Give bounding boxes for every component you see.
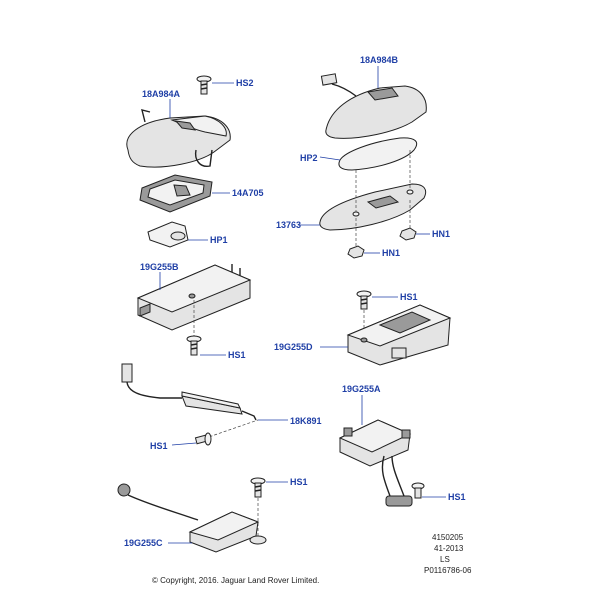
antenna-housing-18a984a	[126, 109, 231, 168]
antenna-housing-18a984b	[320, 73, 427, 139]
label-18a984b: 18A984B	[360, 55, 399, 65]
screw-hs1-bottom-mid	[250, 477, 266, 498]
screw-hs1-right-top	[356, 290, 372, 310]
label-hn1-bottom: HN1	[382, 248, 400, 258]
label-18a984a: 18A984A	[142, 89, 181, 99]
pad-hp2	[338, 137, 418, 171]
label-18k891: 18K891	[290, 416, 322, 426]
screw-hs1-left-low	[194, 432, 212, 446]
screw-hs2	[196, 75, 212, 95]
label-hs2: HS2	[236, 78, 254, 88]
label-19g255c: 19G255C	[124, 538, 163, 548]
label-hp2: HP2	[300, 153, 318, 163]
nut-hn1-right	[399, 227, 417, 241]
antenna-cable-18k891	[121, 363, 257, 421]
diagram-code-2: 41-2013	[434, 544, 464, 553]
label-hs1-right-top: HS1	[400, 292, 418, 302]
label-hs1-left-mid: HS1	[228, 350, 246, 360]
screw-hs1-bottom-right	[411, 482, 425, 499]
label-13763: 13763	[276, 220, 301, 230]
module-19g255b	[136, 264, 252, 331]
label-14a705: 14A705	[232, 188, 264, 198]
copyright-notice: © Copyright, 2016. Jaguar Land Rover Lim…	[152, 576, 319, 585]
label-19g255a: 19G255A	[342, 384, 381, 394]
label-19g255b: 19G255B	[140, 262, 179, 272]
screw-hs1-left-mid	[186, 335, 202, 356]
module-19g255c	[117, 483, 267, 553]
label-hn1-top: HN1	[432, 229, 450, 239]
gasket-14a705	[139, 174, 213, 213]
pad-hp1	[147, 221, 189, 248]
module-19g255d	[346, 304, 452, 366]
nut-hn1-left	[347, 245, 365, 259]
label-hp1: HP1	[210, 235, 228, 245]
diagram-code-1: 4150205	[432, 533, 464, 542]
label-hs1-left-low: HS1	[150, 441, 168, 451]
module-19g255a	[338, 419, 413, 507]
diagram-code-3: LS	[440, 555, 450, 564]
base-plate-13763	[319, 183, 427, 231]
label-19g255d: 19G255D	[274, 342, 313, 352]
diagram-code-4: P0116786-06	[424, 566, 472, 575]
label-hs1-bottom-mid: HS1	[290, 477, 308, 487]
label-hs1-bottom-right: HS1	[448, 492, 466, 502]
